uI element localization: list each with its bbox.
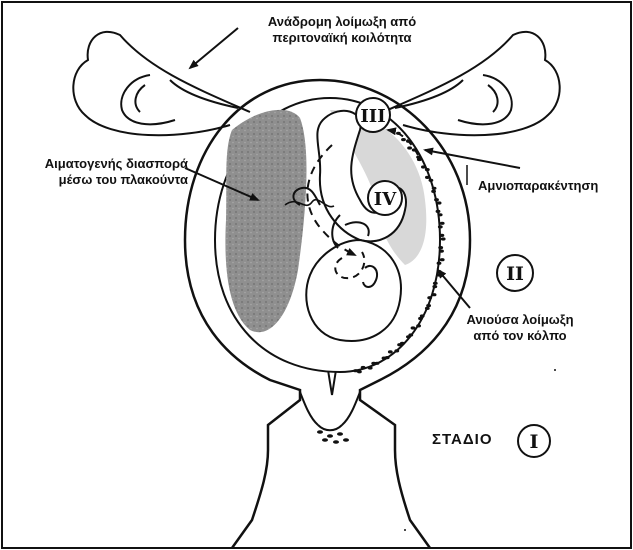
stage-ii-label: II [506, 263, 524, 285]
infection-speckle [425, 307, 430, 310]
infection-speckle [437, 201, 442, 204]
stage-i-label: I [530, 431, 539, 453]
stage-word: ΣΤΑΔΙΟ [432, 431, 493, 448]
infection-speckle [436, 210, 441, 213]
stage-iii-label: III [360, 106, 385, 127]
cervical-dots [317, 430, 349, 444]
infection-speckle [417, 158, 422, 161]
infection-speckle [438, 225, 443, 228]
hematogenous-label-line1: Αιματογενής διασπορά [8, 156, 188, 172]
infection-speckle [371, 362, 376, 365]
infection-speckle [440, 258, 445, 261]
infection-speckle [441, 237, 446, 240]
infection-speckle [437, 262, 442, 265]
stray-mark [554, 369, 556, 371]
ascending-label: Ανιούσα λοίμωξη από τον κόλπο [450, 312, 590, 344]
infection-speckle [427, 296, 432, 299]
cervix [300, 370, 360, 430]
ascending-label-line1: Ανιούσα λοίμωξη [450, 312, 590, 328]
right-adnexa [383, 32, 560, 135]
infection-speckle [406, 335, 411, 338]
infection-speckle [397, 343, 402, 346]
infection-speckle [416, 324, 421, 327]
ascending-label-line2: από τον κόλπο [450, 328, 590, 344]
infection-speckle [431, 190, 436, 193]
infection-speckle [401, 138, 406, 141]
amniocentesis-label: Αμνιοπαρακέντηση [478, 178, 598, 194]
infection-speckle [434, 198, 439, 201]
infection-speckle [388, 350, 393, 353]
infection-speckle [426, 304, 431, 307]
stage-iv-marker: IV [368, 181, 402, 215]
infection-speckle [433, 282, 438, 285]
infection-speckle [432, 187, 437, 190]
infection-speckle [440, 222, 445, 225]
infection-speckle [432, 285, 437, 288]
infection-speckle [429, 179, 434, 182]
infection-speckle [438, 246, 443, 249]
infection-speckle [411, 326, 416, 329]
left-adnexa [73, 32, 250, 135]
infection-speckle [425, 168, 430, 171]
retrograde-label-line2: περιτοναϊκή κοιλότητα [242, 30, 442, 46]
infection-speckle [382, 357, 387, 360]
hematogenous-label-line2: μέσω του πλακούντα [8, 172, 188, 188]
hematogenous-label: Αιματογενής διασπορά μέσω του πλακούντα [8, 156, 188, 188]
infection-speckle [438, 213, 443, 216]
infection-speckle [418, 317, 423, 320]
infection-speckle [368, 366, 373, 369]
stage-ii-marker: II [497, 255, 533, 291]
stray-mark [404, 529, 406, 531]
stage-iv-label: IV [374, 189, 397, 210]
infection-speckle [440, 234, 445, 237]
stage-iii-marker: III [356, 98, 390, 132]
infection-speckle [432, 293, 437, 296]
retrograde-label: Ανάδρομη λοίμωξη από περιτοναϊκή κοιλότη… [242, 14, 442, 46]
stage-i-marker: I [518, 425, 550, 457]
infection-speckle [394, 349, 399, 352]
infection-speckle [425, 176, 430, 179]
infection-speckle [421, 165, 426, 168]
infection-speckle [353, 369, 358, 372]
amnio-arrow [425, 150, 520, 168]
infection-speckle [439, 250, 444, 253]
retrograde-label-line1: Ανάδρομη λοίμωξη από [242, 14, 442, 30]
infection-speckle [361, 366, 366, 369]
retrograde-arrow [190, 28, 238, 68]
infection-speckle [407, 146, 412, 149]
